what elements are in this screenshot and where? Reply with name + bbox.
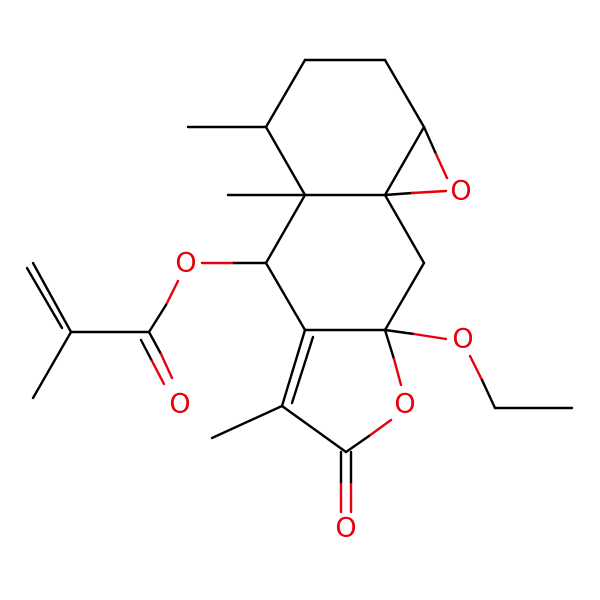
bond bbox=[280, 328, 307, 408]
atom-labels: O O O O O O bbox=[169, 176, 473, 544]
bond bbox=[383, 125, 426, 197]
bond bbox=[147, 303, 168, 334]
bond bbox=[290, 335, 315, 405]
bond bbox=[25, 266, 64, 330]
bond bbox=[164, 279, 180, 307]
bond bbox=[264, 261, 307, 332]
bond bbox=[434, 152, 449, 180]
bond bbox=[410, 189, 448, 195]
ester-oxygen-label: O bbox=[175, 248, 196, 279]
lactone-ring-oxygen-label: O bbox=[394, 389, 415, 420]
bond bbox=[150, 359, 166, 386]
bond bbox=[344, 434, 371, 454]
bond bbox=[383, 328, 396, 361]
bond bbox=[412, 332, 448, 341]
bond bbox=[264, 58, 307, 129]
bond bbox=[264, 125, 307, 197]
bond bbox=[468, 354, 484, 382]
bond bbox=[383, 328, 416, 336]
bond bbox=[147, 330, 163, 356]
bond bbox=[159, 352, 174, 380]
epoxide-oxygen-label: O bbox=[450, 176, 471, 207]
bond bbox=[422, 125, 438, 156]
bond bbox=[392, 357, 403, 387]
bond bbox=[210, 404, 284, 440]
bond bbox=[139, 338, 154, 363]
ester-carbonyl-oxygen-label: O bbox=[169, 389, 190, 420]
bond bbox=[383, 58, 426, 129]
ethoxy-oxygen-label: O bbox=[452, 324, 473, 355]
bonds bbox=[25, 58, 574, 514]
bond bbox=[367, 418, 393, 438]
bond bbox=[383, 191, 414, 197]
bond bbox=[31, 330, 73, 400]
bond bbox=[264, 193, 307, 265]
bond bbox=[383, 193, 426, 265]
bond bbox=[31, 261, 73, 334]
bond bbox=[383, 261, 426, 332]
bond bbox=[480, 378, 497, 410]
bond bbox=[280, 404, 348, 454]
lactone-carbonyl-oxygen-label: O bbox=[335, 513, 356, 544]
